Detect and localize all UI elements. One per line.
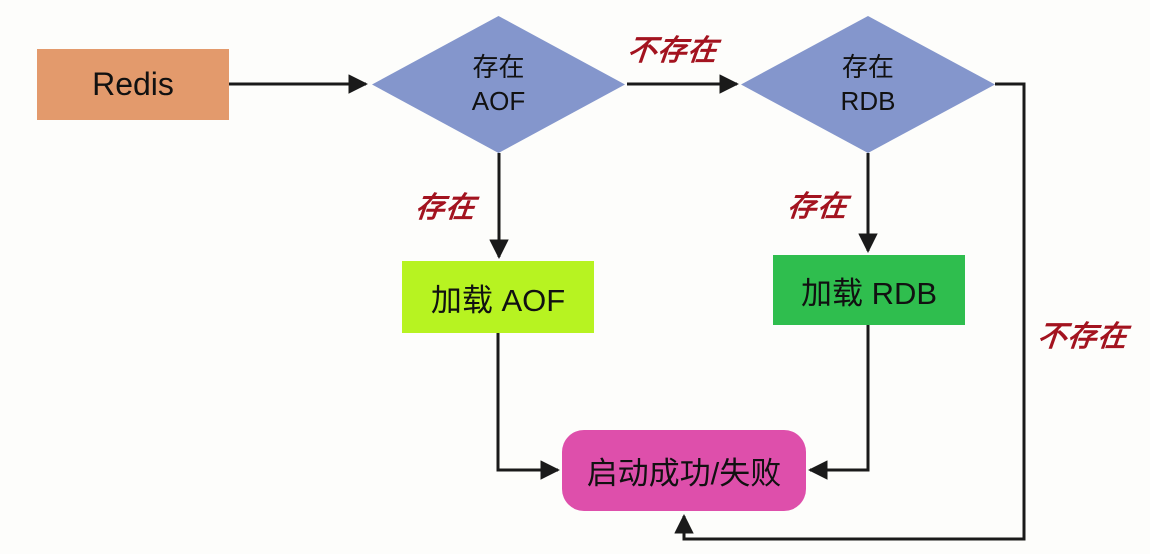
edge-label-rdb-not-exist: 不存在	[1036, 321, 1130, 353]
node-load-aof: 加载 AOF	[402, 261, 594, 333]
node-load-rdb: 加载 RDB	[773, 255, 965, 325]
edge-label-aof-not-exist: 不存在	[626, 35, 720, 67]
arrow-load-aof-to-result	[496, 333, 560, 480]
edge-label-aof-exist: 存在	[414, 192, 478, 224]
arrow-load-rdb-to-result	[808, 325, 870, 480]
node-startup-result: 启动成功/失败	[562, 430, 806, 511]
arrow-check-rdb-not-exist-to-result	[674, 82, 1026, 541]
edge-label-rdb-exist: 存在	[786, 191, 850, 223]
node-redis: Redis	[37, 49, 229, 120]
